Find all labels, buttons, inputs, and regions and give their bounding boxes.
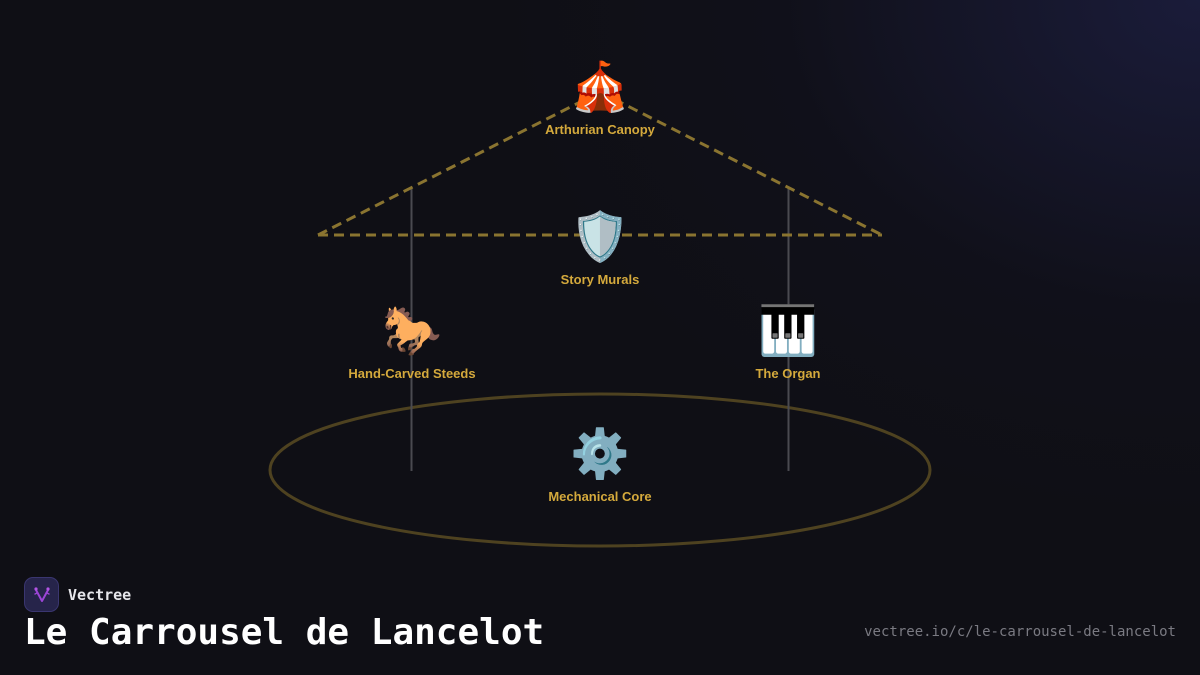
horse-icon: 🐎 [382,305,442,358]
shield-icon: 🛡️ [570,211,630,264]
node-label: Arthurian Canopy [545,122,655,137]
roof-outline [317,90,883,237]
node-mechanical-core[interactable]: ⚙️ Mechanical Core [548,427,651,504]
vectree-logo-icon [24,577,59,612]
node-the-organ[interactable]: 🎹 The Organ [755,304,820,381]
brand-name: Vectree [68,585,132,604]
circus-tent-icon: 🎪 [570,61,630,114]
page-url[interactable]: vectree.io/c/le-carrousel-de-lancelot [864,624,1176,640]
page-title: Le Carrousel de Lancelot [24,612,545,653]
node-label: The Organ [755,366,821,381]
gear-icon: ⚙️ [570,428,630,481]
node-arthurian-canopy[interactable]: 🎪 Arthurian Canopy [545,60,655,137]
node-label: Hand-Carved Steeds [348,366,476,381]
base-platform-ellipse [268,392,932,548]
piano-keys-icon: 🎹 [758,305,818,358]
brand: Vectree [24,577,131,612]
node-label: Story Murals [560,272,640,287]
node-label: Mechanical Core [548,489,652,504]
node-hand-carved-steeds[interactable]: 🐎 Hand-Carved Steeds [348,304,475,381]
node-story-murals[interactable]: 🛡️ Story Murals [561,210,640,287]
